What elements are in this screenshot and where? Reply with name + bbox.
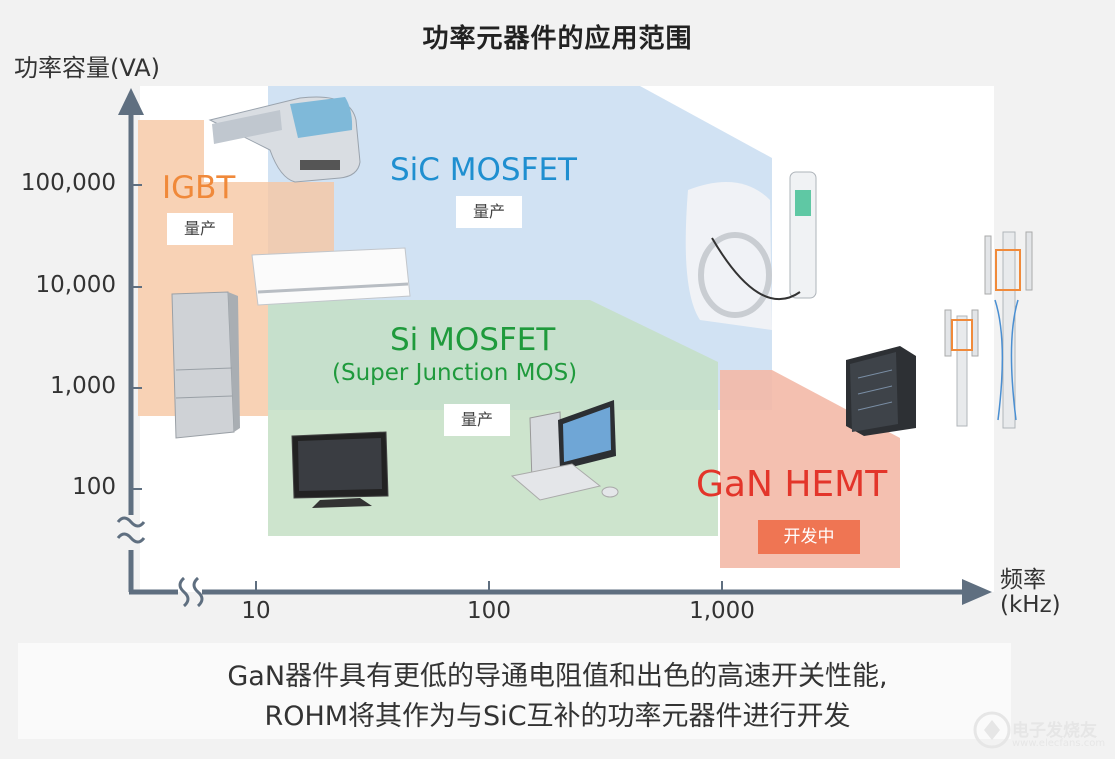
igbt-status-tag: 量产: [167, 213, 233, 245]
train-icon: [208, 96, 361, 183]
y-tick-label: 100: [72, 474, 116, 500]
x-axis-break: [178, 576, 204, 608]
y-axis-arrow: [118, 88, 144, 115]
base-station-antenna-icon: [944, 231, 1033, 429]
x-tick-label: 1,000: [689, 598, 755, 624]
si-status-tag: 量产: [444, 404, 510, 436]
ev-charger-icon: [685, 171, 817, 330]
watermark-text: 电子发烧友: [1012, 721, 1097, 741]
x-axis-unit: (kHz): [1000, 592, 1061, 618]
air-conditioner-icon: [251, 247, 411, 306]
footer-line-2: ROHM将其作为与SiC互补的功率元器件进行开发: [264, 701, 851, 732]
y-axis-break: [116, 516, 146, 544]
sic-status-tag: 量产: [456, 196, 522, 228]
y-axis-label: 功率容量(VA): [14, 54, 161, 82]
watermark-logo-icon: [973, 711, 1011, 749]
tv-icon: [291, 431, 389, 508]
server-rack-icon: [846, 346, 916, 436]
desktop-computer-icon: [510, 400, 619, 501]
y-tick-label: 100,000: [20, 170, 116, 196]
footer-box: [18, 643, 1011, 739]
y-tick-label: 10,000: [35, 272, 116, 298]
refrigerator-icon: [171, 291, 240, 439]
y-tick-label: 1,000: [50, 373, 116, 399]
footer-line-1: GaN器件具有更低的导通电阻值和出色的高速开关性能,: [227, 661, 888, 692]
sic-mosfet-label: SiC MOSFET: [390, 152, 577, 188]
gan-hemt-label: GaN HEMT: [696, 464, 888, 505]
x-tick-label: 100: [467, 598, 511, 624]
si-mosfet-label: Si MOSFET: [390, 322, 556, 358]
igbt-label: IGBT: [162, 170, 236, 206]
si-mosfet-subtitle: (Super Junction MOS): [332, 360, 578, 386]
x-axis-arrow: [962, 579, 992, 605]
gan-status-tag: 开发中: [758, 520, 860, 554]
watermark-url: www.elecfans.com: [1012, 738, 1106, 749]
x-tick-label: 10: [241, 598, 271, 624]
diagram-title: 功率元器件的应用范围: [422, 24, 693, 54]
x-axis-label: 频率: [1000, 567, 1046, 593]
